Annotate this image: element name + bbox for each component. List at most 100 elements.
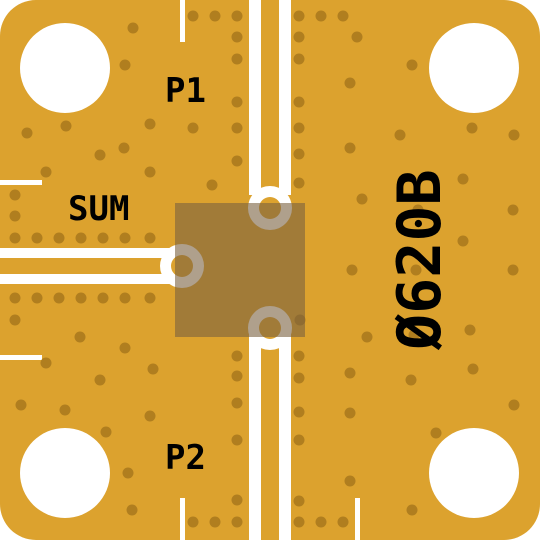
via [231, 53, 243, 65]
via [9, 232, 21, 244]
via [508, 399, 520, 411]
via [293, 122, 305, 134]
p2-trace-gap-right [279, 330, 291, 540]
via [361, 331, 373, 343]
via [119, 342, 131, 354]
via [9, 210, 21, 222]
via [406, 59, 418, 71]
mounting-hole-top-right [429, 23, 519, 113]
via [127, 22, 139, 34]
via [344, 367, 356, 379]
via [9, 292, 21, 304]
via [344, 475, 356, 487]
via [315, 10, 327, 22]
via [466, 122, 478, 134]
top-notch-left [180, 0, 185, 42]
via [53, 292, 65, 304]
via [337, 10, 349, 22]
port-label-p2: P2 [165, 438, 206, 478]
via [231, 31, 243, 43]
via [31, 232, 43, 244]
via [9, 189, 21, 201]
via [356, 193, 368, 205]
via [118, 142, 130, 154]
via [467, 363, 479, 375]
via [119, 59, 131, 71]
via [187, 122, 199, 134]
via [293, 10, 305, 22]
via [144, 410, 156, 422]
via [293, 372, 305, 384]
via [457, 235, 469, 247]
via [15, 399, 27, 411]
via [430, 427, 442, 439]
mounting-hole-top-left [20, 23, 110, 113]
via [147, 363, 159, 375]
mounting-hole-bottom-right [429, 428, 519, 518]
via [412, 204, 424, 216]
via [144, 166, 156, 178]
via [100, 426, 112, 438]
via [231, 10, 243, 22]
via [40, 357, 52, 369]
via [231, 434, 243, 446]
via [40, 166, 52, 178]
left-notch-top [0, 180, 42, 185]
via [97, 232, 109, 244]
via [206, 179, 218, 191]
via [464, 324, 476, 336]
mounting-hole-bottom-left [20, 428, 110, 518]
via [293, 177, 305, 189]
via [144, 292, 156, 304]
via [406, 504, 418, 516]
via [293, 31, 305, 43]
via [119, 232, 131, 244]
p1-trace-gap-left [249, 0, 261, 195]
via [231, 494, 243, 506]
via [144, 118, 156, 130]
via [351, 31, 363, 43]
bottom-notch-right [355, 498, 360, 540]
via [209, 516, 221, 528]
port-label-p1: P1 [165, 71, 206, 111]
via [508, 129, 520, 141]
via [293, 148, 305, 160]
via [187, 10, 199, 22]
via [507, 264, 519, 276]
via [94, 149, 106, 161]
sum-trace-gap-top [0, 248, 170, 258]
port-label-sum: SUM [68, 189, 129, 229]
via [507, 204, 519, 216]
via [293, 406, 305, 418]
via [293, 350, 305, 362]
via [126, 504, 138, 516]
via [293, 53, 305, 65]
via [293, 495, 305, 507]
via [59, 404, 71, 416]
via [231, 350, 243, 362]
component-body [175, 203, 305, 337]
via [75, 292, 87, 304]
via [97, 292, 109, 304]
sum-trace-gap-bottom [0, 274, 170, 284]
via [21, 127, 33, 139]
via [410, 264, 422, 276]
left-notch-bottom [0, 355, 42, 360]
via [75, 232, 87, 244]
part-number-label: Ø620B [385, 169, 455, 351]
via [9, 314, 21, 326]
via [293, 516, 305, 528]
via [187, 516, 199, 528]
via [74, 331, 86, 343]
via [405, 374, 417, 386]
via [231, 96, 243, 108]
via [315, 516, 327, 528]
via [344, 77, 356, 89]
via [119, 292, 131, 304]
via [231, 397, 243, 409]
via [457, 173, 469, 185]
via [94, 374, 106, 386]
via [144, 232, 156, 244]
p2-trace-gap-left [249, 330, 261, 540]
